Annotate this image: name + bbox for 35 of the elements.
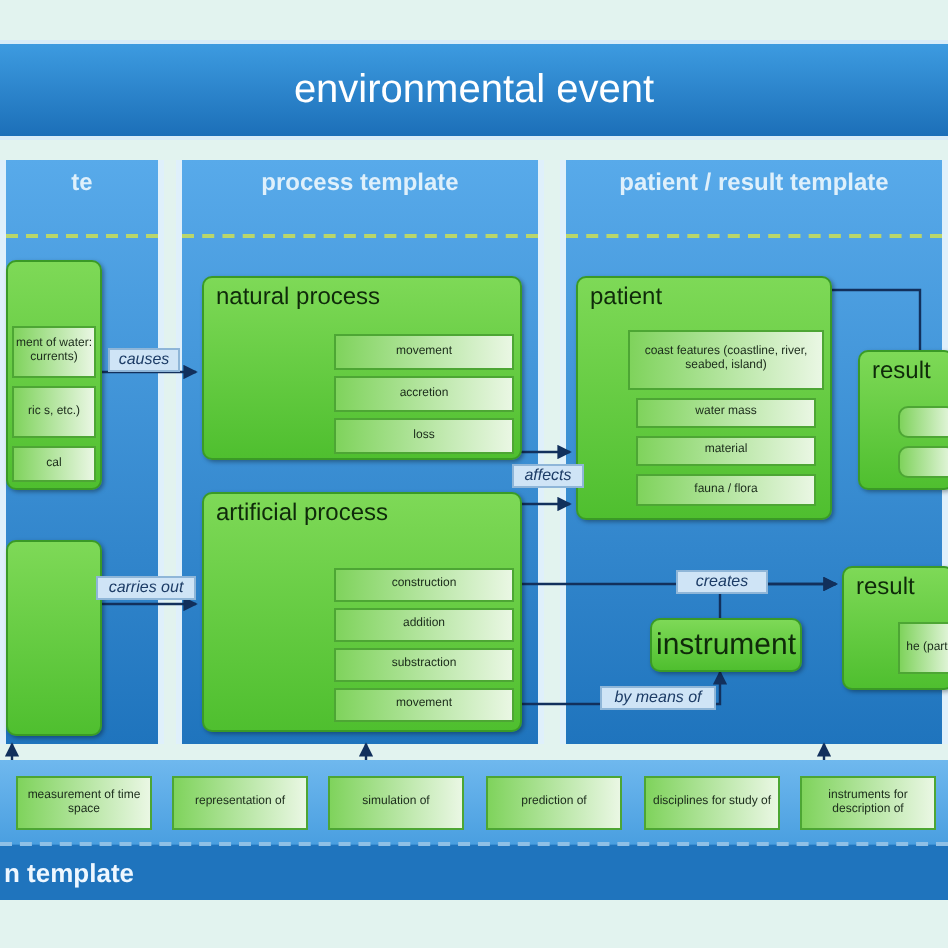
edge-label: creates	[676, 570, 768, 594]
panel-title: process template	[259, 168, 461, 198]
patient-box	[576, 276, 832, 520]
panel-title: te	[69, 168, 95, 198]
process-box	[202, 276, 522, 460]
banner-title: environmental event	[293, 67, 655, 113]
arrow	[4, 742, 20, 760]
arrow	[96, 364, 198, 380]
box-title: result	[872, 356, 931, 384]
class-box	[6, 260, 102, 490]
arrow	[96, 596, 198, 612]
result-box	[858, 350, 948, 490]
banner	[0, 44, 948, 136]
result-box	[842, 566, 948, 690]
item-box	[898, 446, 948, 478]
box-title: instrument	[653, 628, 799, 662]
edge-label: by means of	[600, 686, 716, 710]
panel-title: patient / result template	[617, 168, 891, 198]
box-title: result	[856, 572, 915, 600]
edge-label: affects	[512, 464, 584, 488]
edge-label: carries out	[96, 576, 196, 600]
box-title: patient	[590, 282, 663, 310]
arrow	[816, 742, 832, 760]
class-box	[6, 540, 102, 736]
instrument-box	[650, 618, 802, 672]
arrow	[516, 444, 572, 460]
band-title: n template	[4, 858, 135, 888]
arrow	[516, 496, 572, 512]
arrow	[358, 742, 374, 760]
process-box	[202, 492, 522, 732]
item-box	[898, 406, 948, 438]
edge-label: causes	[108, 348, 180, 372]
box-title: natural process	[216, 282, 381, 310]
box-title: artificial process	[216, 498, 389, 526]
template-band	[0, 760, 948, 900]
